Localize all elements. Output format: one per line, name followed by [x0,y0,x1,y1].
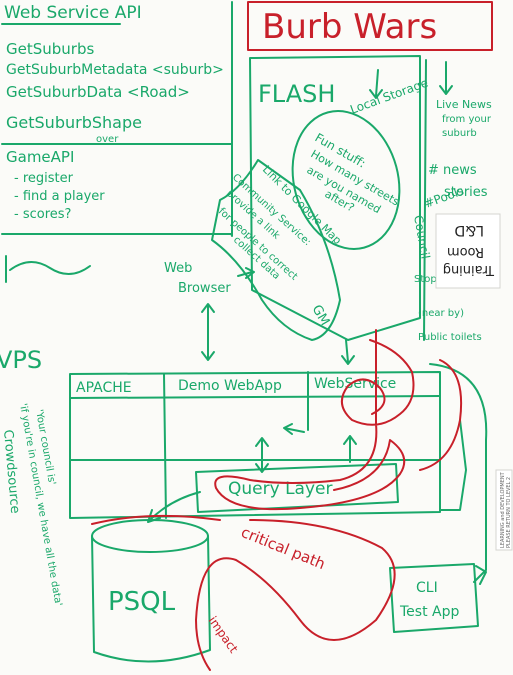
cli-line: CLI [416,580,438,596]
api-item-extra: over [96,134,119,145]
news-stories-line: # news [428,163,477,178]
webservice-to-cli-arrow [429,363,488,585]
web-browser-line: Browser [178,281,231,296]
training-room-note [435,213,501,289]
training-room-text: Training Room L&D [443,222,495,277]
critical-path-loop [214,329,415,511]
game-api-item: - register [14,171,74,186]
vps-outline [69,371,441,519]
cli-line: Test App [399,604,459,620]
db-body [91,535,211,663]
webservice-arrow [283,423,305,435]
web-browser-line: Web [164,261,192,276]
critical-path-curve [91,514,396,671]
game-api-item: - scores? [14,207,71,222]
vps-col-apache: APACHE [76,380,132,396]
vps-box: APACHE Demo WebApp WebService [69,371,441,519]
api-item: GetSuburbShape [6,113,142,132]
api-item: GetSuburbMetadata <suburb> [6,62,224,78]
fun-stuff-oval [291,110,401,250]
browser-to-vps-arrow [201,303,215,361]
public-toilets: Public toilets [418,332,482,343]
critical-path-outer [419,359,463,471]
local-storage-label: Local Storage [348,76,430,117]
psql-database: PSQL [91,519,211,663]
api-item: GetSuburbData <Road> [6,83,190,101]
scribble [5,255,91,283]
vps-col-demowebapp: Demo WebApp [178,378,282,394]
training-room-line: L&D [455,222,485,238]
vps-header-line [69,395,441,399]
left-crowdsource: Crowdsource [0,429,22,514]
web-service-api: Web Service API GetSuburbs GetSuburbMeta… [1,3,233,145]
api-item: GetSuburbs [6,40,94,58]
web-service-api-heading: Web Service API [4,3,142,23]
near-by: (near by) [418,308,464,319]
local-storage-arrow [369,69,383,99]
council-line: Stops [414,274,442,285]
cli-box [389,563,479,633]
vps-label: VPS [0,346,42,374]
browser-to-flash-arrow [237,267,255,279]
ld-sign-line: PLEASE RETURN TO LEVEL 2 [506,477,512,548]
db-top [91,519,209,553]
news-stories-line: stories [444,185,488,200]
game-api-heading: GameAPI [6,148,74,166]
community-shape [211,159,341,341]
training-room-line: Room [447,244,484,259]
query-layer-box [195,463,399,513]
query-layer-label: Query Layer [228,479,332,499]
ld-sign-line: LEARNING and DEVELOPMENT [500,471,506,548]
live-news-arrow [439,61,453,95]
live-news-line: suburb [442,128,477,139]
ld-sign [495,469,513,551]
training-room-line: Training [443,262,495,277]
app-title: Burb Wars [262,7,437,47]
google-map-label: GM [309,303,333,329]
live-news-line: from your [442,114,492,125]
vps-col-webservice: WebService [314,376,396,392]
right-return-line [439,419,467,511]
flash-to-webservice-arrow [341,339,355,365]
live-news-line: Live News [436,98,492,111]
flash-box [249,55,421,341]
db-label: PSQL [108,587,176,617]
title-box [247,1,493,51]
vps-col-divider [163,373,167,519]
query-layer-arrows [255,435,357,473]
game-api: GameAPI - register - find a player - sco… [1,148,233,235]
critical-path-label: critical path [239,523,328,573]
council-line: Council [411,214,432,260]
flash-label: FLASH [258,80,335,108]
right-panel-divider [423,59,427,341]
game-api-item: - find a player [14,189,105,204]
